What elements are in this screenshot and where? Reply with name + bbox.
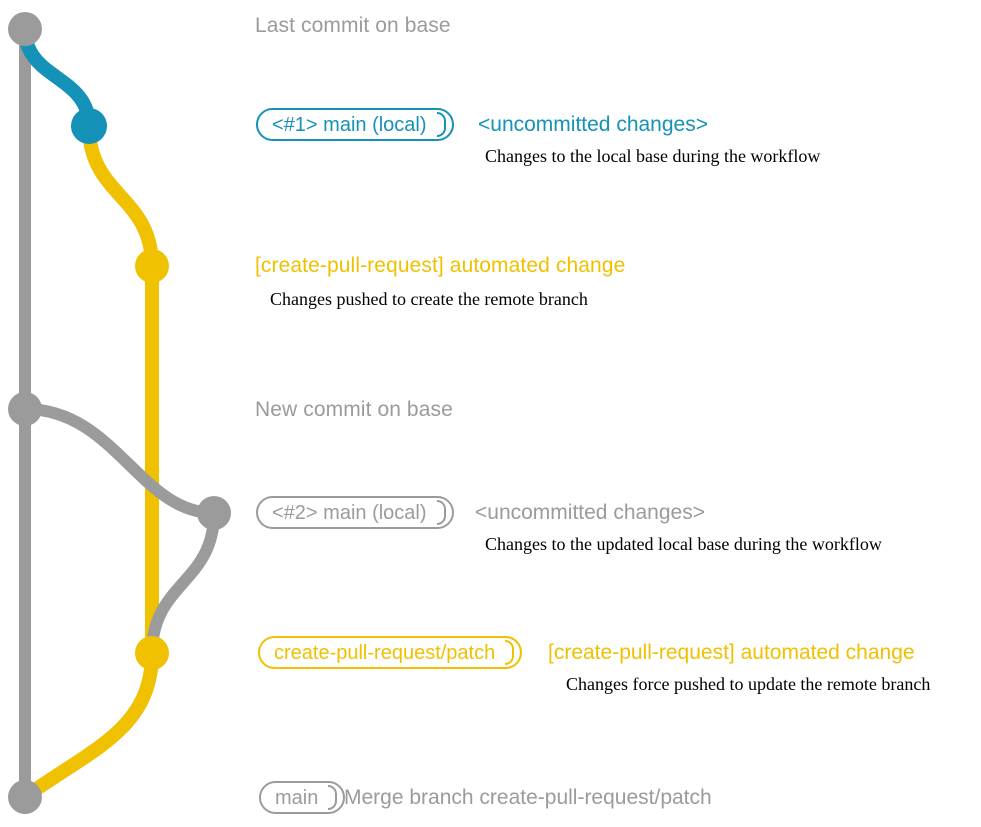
tag-notch-icon: [436, 500, 446, 525]
note-uncommitted-changes-1: <uncommitted changes>: [478, 113, 708, 136]
commit-last-base[interactable]: [8, 12, 42, 46]
edge-local1-to-auto1: [82, 119, 159, 273]
branch-tag-main-local-2-label: <#2> main (local): [272, 501, 427, 524]
subline-automated-2: Changes force pushed to update the remot…: [566, 674, 931, 694]
note-uncommitted-changes-2: <uncommitted changes>: [475, 501, 705, 524]
tag-notch-icon: [505, 640, 515, 665]
subline-local-1: Changes to the local base during the wor…: [485, 146, 821, 166]
row-new-commit-on-base-headline: New commit on base: [255, 398, 453, 421]
row-last-commit-on-base-headline: Last commit on base: [255, 14, 451, 37]
commit-new-base[interactable]: [8, 392, 42, 426]
edge-newbase-to-local2: [19, 403, 220, 519]
commit-automated-2[interactable]: [135, 636, 169, 670]
edge-local2-to-auto2: [146, 507, 220, 659]
subline-local-2: Changes to the updated local base during…: [485, 534, 882, 554]
tag-notch-icon: [436, 112, 446, 137]
edge-auto2-to-merge: [18, 646, 159, 804]
commit-merge[interactable]: [8, 780, 42, 814]
branch-tag-main[interactable]: main: [259, 781, 346, 814]
branch-tag-main-local-1[interactable]: <#1> main (local): [256, 108, 454, 141]
tag-notch-icon: [328, 785, 338, 810]
commit-automated-1[interactable]: [135, 249, 169, 283]
subline-automated-1: Changes pushed to create the remote bran…: [270, 289, 588, 309]
branch-tag-create-pull-request-patch-label: create-pull-request/patch: [274, 641, 496, 664]
commit-local-2[interactable]: [197, 496, 231, 530]
row-automated-change-1-headline: [create-pull-request] automated change: [255, 254, 626, 277]
branch-tag-main-local-2[interactable]: <#2> main (local): [256, 496, 454, 529]
commit-local-1[interactable]: [71, 108, 107, 144]
branch-tag-main-label: main: [275, 786, 319, 809]
graph-nodes: [8, 12, 231, 814]
branch-tag-main-local-1-label: <#1> main (local): [272, 113, 427, 136]
note-automated-change-2: [create-pull-request] automated change: [548, 641, 915, 664]
note-merge-branch: Merge branch create-pull-request/patch: [344, 786, 712, 809]
branch-tag-create-pull-request-patch[interactable]: create-pull-request/patch: [258, 636, 523, 669]
